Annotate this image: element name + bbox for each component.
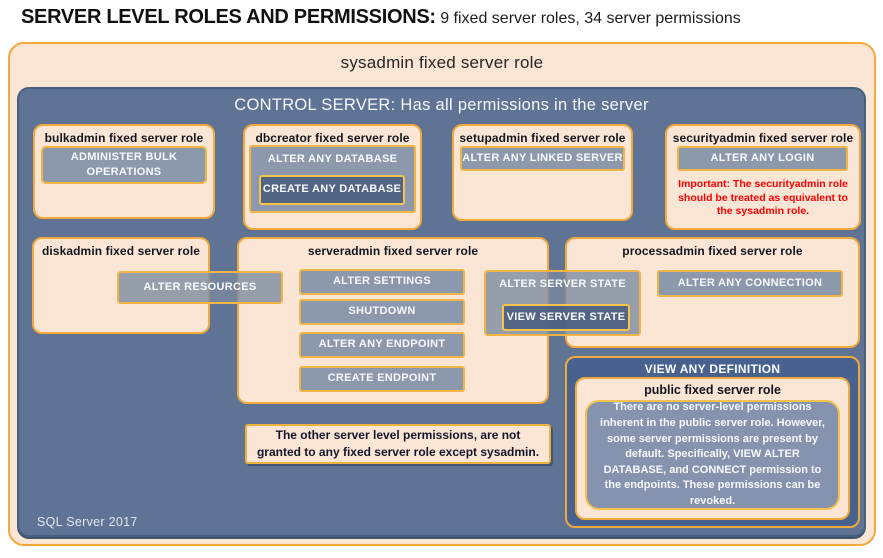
permission-create-endpoint: CREATE ENDPOINT bbox=[299, 366, 465, 392]
dbcreator-role-title: dbcreator fixed server role bbox=[255, 131, 410, 145]
securityadmin-role-box: securityadmin fixed server role ALTER AN… bbox=[665, 124, 861, 230]
setupadmin-role-title: setupadmin fixed server role bbox=[459, 131, 626, 145]
permission-alter-any-connection: ALTER ANY CONNECTION bbox=[657, 270, 843, 297]
permission-alter-settings: ALTER SETTINGS bbox=[299, 269, 465, 295]
public-role-box: public fixed server role There are no se… bbox=[575, 377, 850, 520]
view-any-definition-label: VIEW ANY DEFINITION bbox=[644, 362, 781, 376]
serveradmin-role-title: serveradmin fixed server role bbox=[307, 244, 479, 258]
permission-alter-any-login: ALTER ANY LOGIN bbox=[677, 146, 848, 171]
control-server-label: CONTROL SERVER: Has all permissions in t… bbox=[234, 96, 649, 114]
bulkadmin-role-title: bulkadmin fixed server role bbox=[44, 131, 204, 145]
permission-view-server-state: VIEW SERVER STATE bbox=[502, 304, 630, 331]
page-title: SERVER LEVEL ROLES AND PERMISSIONS: 9 fi… bbox=[21, 6, 741, 29]
page-title-main: SERVER LEVEL ROLES AND PERMISSIONS: bbox=[21, 6, 436, 28]
bulkadmin-role-box: bulkadmin fixed server role ADMINISTER B… bbox=[33, 124, 215, 219]
permission-alter-server-state-label: ALTER SERVER STATE bbox=[499, 278, 626, 290]
sysadmin-role-label: sysadmin fixed server role bbox=[340, 53, 544, 72]
control-server-box: CONTROL SERVER: Has all permissions in t… bbox=[17, 87, 866, 537]
permission-create-any-database: CREATE ANY DATABASE bbox=[259, 175, 405, 205]
sysadmin-role-box: sysadmin fixed server role CONTROL SERVE… bbox=[8, 42, 876, 546]
public-role-title: public fixed server role bbox=[644, 383, 781, 397]
securityadmin-role-title: securityadmin fixed server role bbox=[672, 131, 854, 145]
public-role-description: There are no server-level permissions in… bbox=[585, 400, 840, 510]
permission-alter-any-linked-server: ALTER ANY LINKED SERVER bbox=[460, 146, 625, 171]
permission-administer-bulk-operations: ADMINISTER BULK OPERATIONS bbox=[41, 146, 207, 184]
permission-alter-server-state: ALTER SERVER STATE VIEW SERVER STATE bbox=[484, 270, 641, 336]
permission-alter-any-database-label: ALTER ANY DATABASE bbox=[267, 153, 398, 165]
permission-alter-any-endpoint: ALTER ANY ENDPOINT bbox=[299, 332, 465, 358]
other-permissions-note: The other server level permissions, are … bbox=[245, 424, 551, 464]
processadmin-role-title: processadmin fixed server role bbox=[622, 244, 803, 258]
securityadmin-warning-text: Important: The securityadmin role should… bbox=[678, 178, 848, 218]
view-any-definition-box: VIEW ANY DEFINITION public fixed server … bbox=[565, 356, 860, 528]
sql-server-version-label: SQL Server 2017 bbox=[37, 515, 138, 529]
permission-alter-any-database: ALTER ANY DATABASE CREATE ANY DATABASE bbox=[249, 145, 416, 213]
page-title-sub: 9 fixed server roles, 34 server permissi… bbox=[435, 10, 741, 27]
permission-shutdown: SHUTDOWN bbox=[299, 299, 465, 325]
setupadmin-role-box: setupadmin fixed server role ALTER ANY L… bbox=[452, 124, 633, 221]
dbcreator-role-box: dbcreator fixed server role ALTER ANY DA… bbox=[243, 124, 422, 230]
diskadmin-role-title: diskadmin fixed server role bbox=[41, 244, 201, 258]
permission-alter-resources: ALTER RESOURCES bbox=[117, 271, 283, 304]
